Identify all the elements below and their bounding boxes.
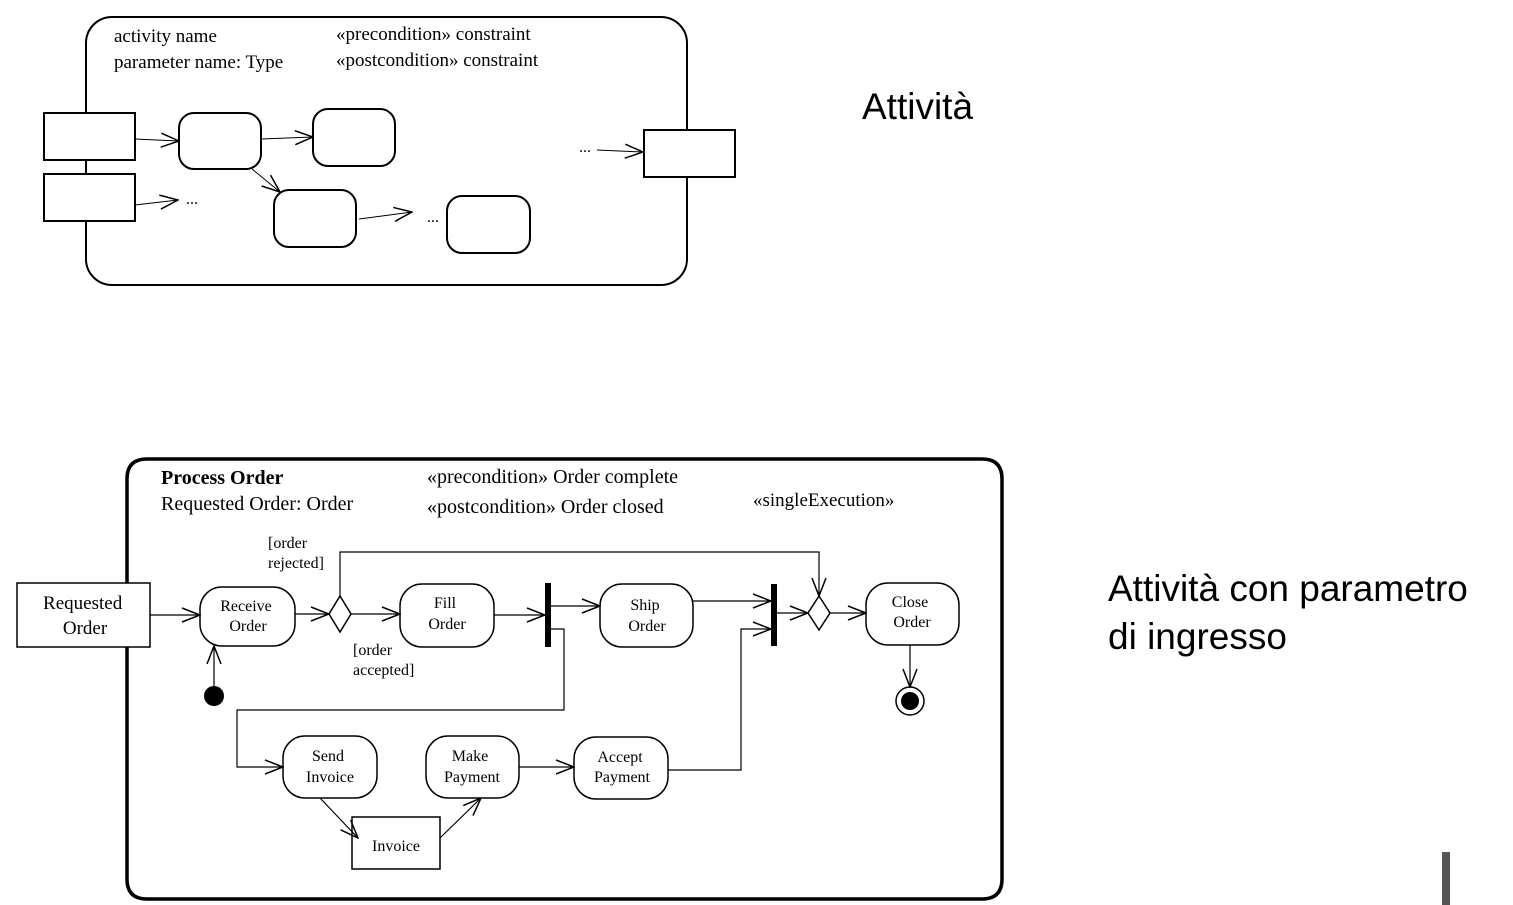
receive-order-action (199, 586, 296, 647)
precondition-label: «precondition» constraint (336, 24, 531, 45)
requested-order-input-pin (16, 582, 151, 648)
caption-activity: Attività (862, 86, 974, 127)
precondition-label: «precondition» Order complete (427, 466, 678, 488)
fork-bar (545, 583, 551, 647)
generic-activity-diagram (43, 16, 736, 286)
send-invoice-action (282, 735, 378, 799)
caption-line-1: Attività con parametro (1108, 568, 1468, 609)
action-node-4 (446, 195, 531, 254)
ship-order-action (599, 583, 694, 648)
caption-line-2: di ingresso (1108, 616, 1287, 657)
accept-payment-label: Accept Payment (594, 749, 651, 786)
input-parameter-node-2 (43, 173, 136, 222)
edge (596, 150, 643, 152)
join-bar (771, 584, 777, 646)
postcondition-label: «postcondition» Order closed (427, 496, 664, 518)
ellipsis: ... (427, 209, 439, 226)
ellipsis: ... (186, 191, 198, 208)
single-execution-stereotype: «singleExecution» (753, 490, 894, 511)
edge (134, 139, 179, 141)
edge (251, 168, 280, 192)
accept-payment-action (573, 736, 669, 800)
edge-accept-payment-to-join (668, 629, 771, 771)
parameter-label: parameter name: Type (114, 52, 283, 73)
activity-name-label: Process Order (161, 467, 283, 489)
process-order-labels: Process Order Requested Order: Order «pr… (43, 466, 932, 855)
action-node-3 (273, 189, 357, 248)
guard-order-rejected: [order rejected] (268, 535, 324, 572)
receive-order-label: Receive Order (220, 598, 276, 635)
ship-order-label: Ship Order (628, 597, 666, 635)
edge-fork-to-invoice (236, 628, 565, 767)
slide-decoration-bar (1442, 852, 1450, 905)
generic-activity-labels: activity name parameter name: Type «prec… (114, 24, 591, 226)
action-node-1 (178, 112, 262, 170)
edge-order-rejected (339, 551, 819, 596)
parameter-label: Requested Order: Order (161, 493, 353, 515)
close-order-label: Close Order (892, 594, 932, 631)
final-node-inner (901, 692, 919, 710)
guard-order-accepted: [order accepted] (353, 642, 414, 679)
invoice-object-node (351, 816, 441, 870)
merge-node (807, 594, 831, 632)
input-parameter-node-1 (43, 112, 136, 161)
make-payment-action (425, 735, 520, 799)
edge (439, 798, 481, 839)
edge (319, 797, 358, 838)
decision-node (328, 594, 352, 634)
initial-node (204, 686, 224, 706)
action-node-2 (312, 108, 396, 167)
send-invoice-label: Send Invoice (306, 748, 354, 786)
fill-order-label: Fill Order (428, 595, 466, 633)
output-parameter-node (643, 129, 736, 178)
postcondition-label: «postcondition» constraint (336, 50, 539, 71)
edge (260, 137, 313, 139)
activity-frame (125, 457, 1004, 901)
edge (358, 212, 412, 219)
invoice-label: Invoice (372, 838, 420, 855)
make-payment-label: Make Payment (444, 748, 501, 786)
edge (134, 200, 178, 205)
process-order-diagram (16, 457, 1004, 901)
requested-order-label: Requested Order (43, 593, 127, 639)
activity-name-label: activity name (114, 26, 217, 47)
caption-activity-with-parameter: Attività con parametro di ingresso (1108, 565, 1468, 661)
ellipsis: ... (579, 139, 591, 156)
